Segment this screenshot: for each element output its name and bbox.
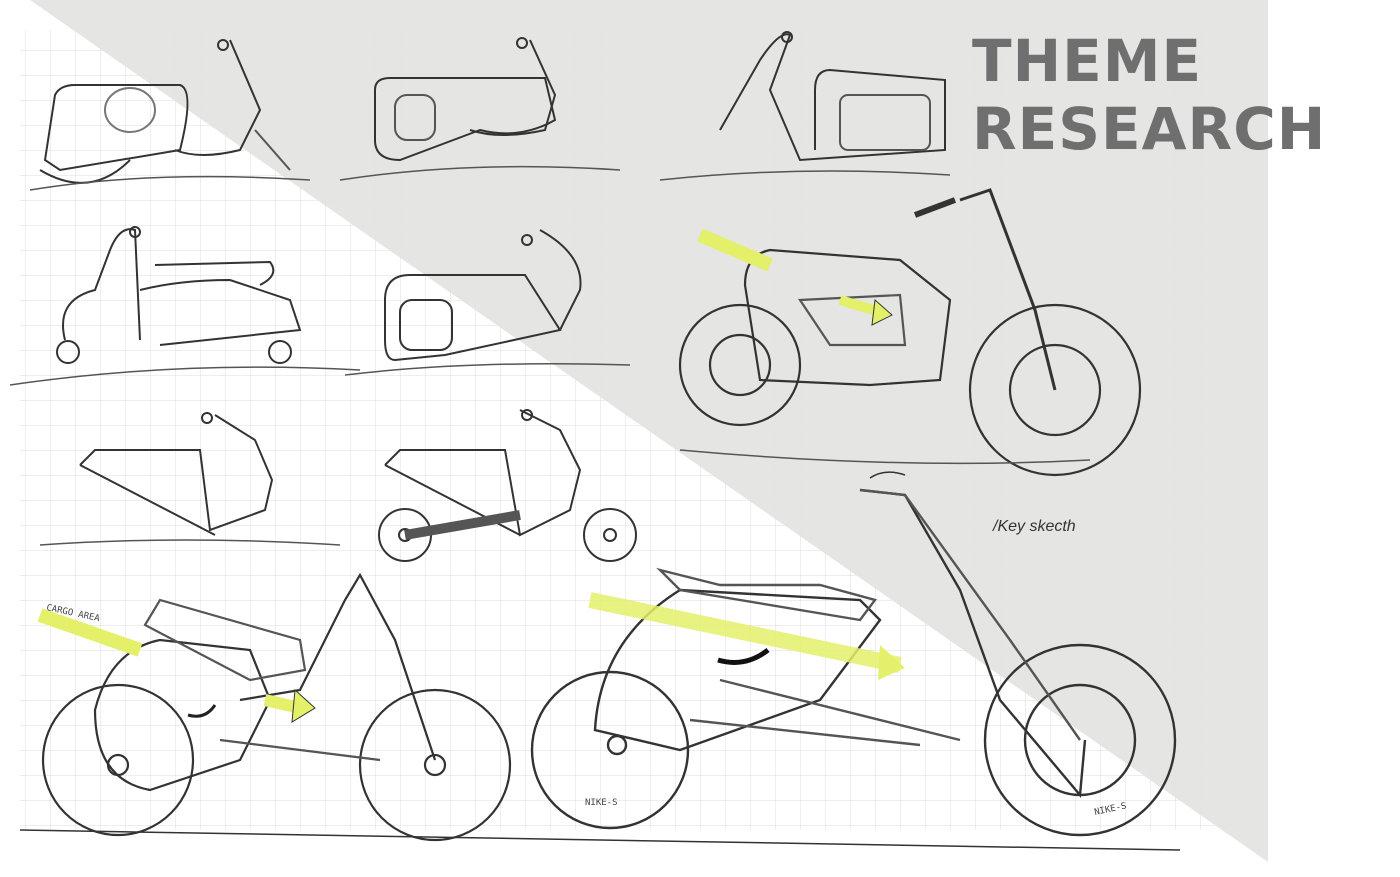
page-title-line-2: RESEARCH (972, 95, 1327, 163)
motorcycle-sketch-key (530, 488, 1177, 837)
scooter-sketch-1 (29, 39, 311, 191)
rotation-arc-icon (869, 471, 906, 479)
scooter-sketch-4 (9, 226, 361, 386)
grey-diagonal-panel (30, 0, 1268, 862)
key-sketch-label: /Key skecth (993, 518, 1076, 535)
highlight-stroke-1 (697, 228, 773, 272)
arrow-highlight-head-icon (878, 645, 905, 680)
tire-mark-a: NIKE-S (585, 798, 618, 808)
swoosh-logo-icon (187, 704, 217, 718)
scooter-sketch-3 (659, 31, 951, 181)
highlight-stroke-2 (37, 608, 143, 657)
arrow-highlight-head-icon (871, 298, 893, 326)
scooter-sketch-5 (344, 229, 631, 376)
scooter-sketch-6 (39, 412, 341, 546)
scooter-sketch-2 (339, 37, 621, 181)
highlight-stroke-3 (588, 592, 902, 673)
motorcycle-sketch-top-right (678, 188, 1142, 477)
scooter-sketch-7 (378, 409, 637, 562)
page-title-line-1: THEME (972, 27, 1203, 95)
arrow-highlight-head-icon (291, 688, 316, 723)
swoosh-logo-icon (717, 647, 770, 665)
